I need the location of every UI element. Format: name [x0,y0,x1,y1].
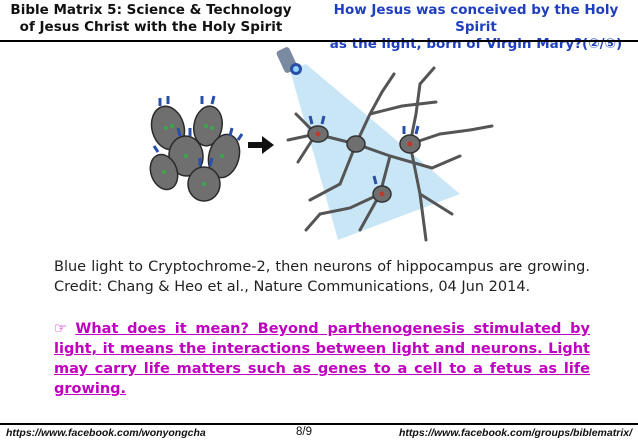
neuron-network [286,66,494,242]
neuron-figure [149,47,494,242]
header-left-title: Bible Matrix 5: Science & Technology of … [6,2,296,36]
neuron-markers [315,131,413,197]
header-left-line1: Bible Matrix 5: Science & Technology [10,2,292,18]
arrow-right-icon [248,136,274,154]
footer-left-link[interactable]: https://www.facebook.com/wonyongcha [6,427,206,439]
cell-nuclei [162,124,224,186]
header-divider [0,40,638,42]
flashlight-icon [276,47,302,75]
neuron-receptors [308,115,420,185]
header-left-line2: of Jesus Christ with the Holy Spirit [19,19,283,35]
page-number: 8/9 [296,426,312,438]
header-right-line1: How Jesus was conceived by the Holy Spir… [333,2,619,35]
footer-right-link[interactable]: https://www.facebook.com/groups/biblemat… [399,427,632,439]
footer-divider [0,423,638,425]
cell-cluster [149,105,241,202]
cell-receptors [152,95,244,167]
figure-caption: Blue light to Cryptochrome-2, then neuro… [54,259,590,295]
question-block: ☞ What does it mean? Beyond parthenogene… [54,319,590,399]
question-text: What does it mean? Beyond parthenogenesi… [54,321,590,397]
pointing-hand-icon: ☞ [54,321,67,337]
